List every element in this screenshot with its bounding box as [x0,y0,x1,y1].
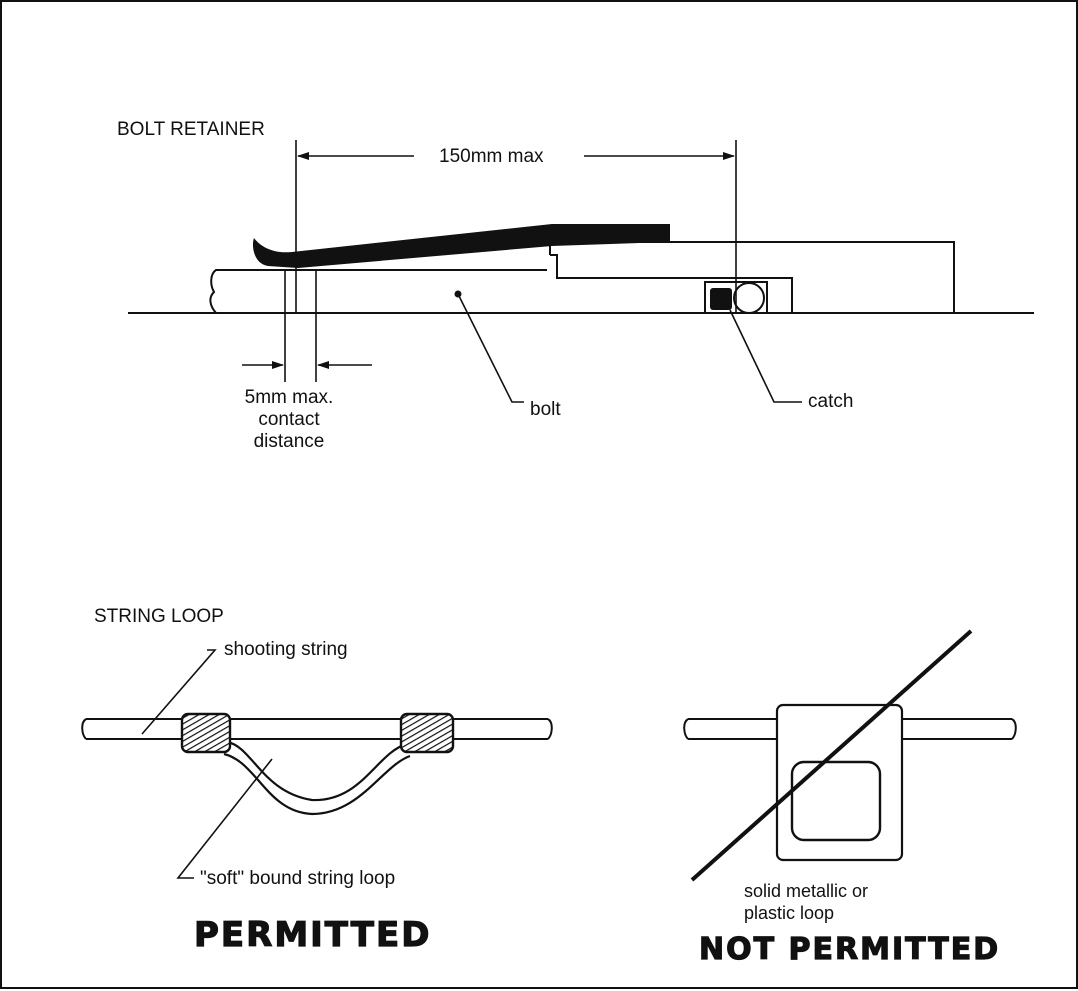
bolt-retainer-drawing [128,140,1034,403]
length-dimension-label: 150mm max [439,146,544,167]
solid-loop-label: solid metallic or plastic loop [744,880,868,924]
contact-distance-line2: contact [258,409,320,430]
shooting-string-label: shooting string [224,639,348,660]
bolt-point [454,290,462,298]
strike-through-line [690,629,973,882]
left-wrap [180,712,232,754]
contact-distance-label: 5mm max. contact distance [224,387,354,453]
bolt-shape [209,269,547,314]
solid-loop-line1: solid metallic or [744,881,869,901]
retainer-spring [252,224,670,268]
catch-block [710,288,732,310]
contact-distance-line3: distance [253,431,325,452]
shooting-string-leader [141,649,217,735]
bolt-retainer-title: BOLT RETAINER [117,119,265,140]
catch-ball [733,282,765,314]
solid-loop-hole [790,760,882,842]
bolt-label: bolt [530,399,561,420]
permitted-loop-drawing [81,649,553,879]
not-permitted-loop-drawing [683,629,1017,882]
not-permitted-heading: NOT PERMITTED [698,931,1001,967]
permitted-heading: PERMITTED [193,914,432,955]
string-left-segment [683,718,777,740]
string-loop-title: STRING LOOP [94,606,224,627]
shooting-string [81,718,553,740]
right-wrap [399,712,455,754]
soft-loop-label: "soft" bound string loop [200,868,396,889]
catch-label: catch [808,391,854,412]
soft-loop [223,740,411,816]
solid-loop-line2: plastic loop [744,903,835,923]
string-right-segment [902,718,1017,740]
catch-leader [729,309,802,403]
bolt-leader [458,295,524,403]
contact-distance-line1: 5mm max. [244,387,334,408]
soft-loop-leader [176,758,273,879]
housing-block [549,241,955,313]
